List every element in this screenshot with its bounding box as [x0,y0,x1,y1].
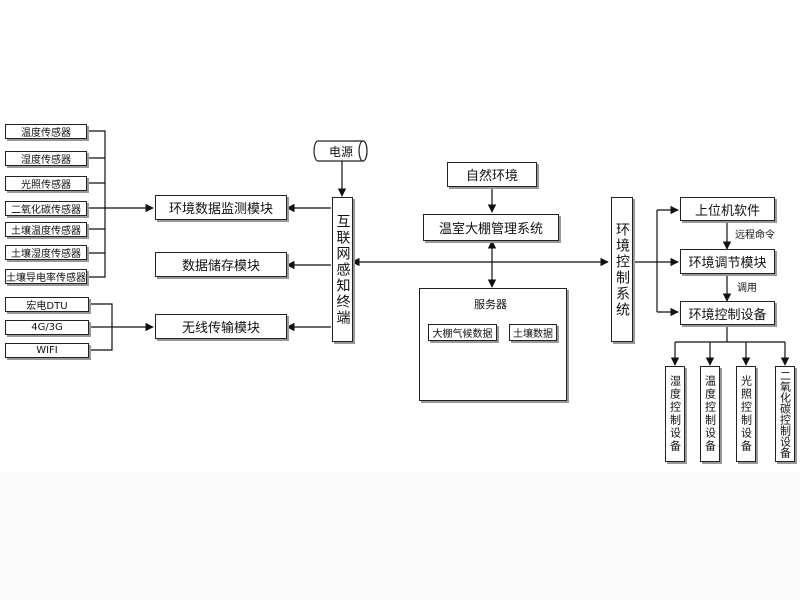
environment-control-device: 环境控制设备 [680,301,775,325]
call-label: 调用 [737,279,757,294]
server-greenhouse-data: 大棚气候数据 [428,324,497,341]
device-temperature-label: 温度控制设备 [703,375,717,453]
sensor-soil-temp: 土壤温度传感器 [5,222,87,237]
power-label: 电源 [328,145,353,159]
storage-module: 数据储存模块 [155,252,287,277]
wireless-module: 无线传输模块 [155,314,287,339]
iot-terminal: 互联网感知终端 [332,197,353,342]
device-light: 光照控制设备 [736,366,756,462]
nature-environment: 自然环境 [447,162,537,187]
upper-computer-software: 上位机软件 [680,197,775,221]
device-co2: 二氧化碳控制设备 [775,366,795,462]
transmission-4g: 4G/3G [5,320,89,335]
remote-command-label: 远程命令 [735,226,775,241]
sensor-temperature: 温度传感器 [5,124,87,139]
iot-terminal-label: 互联网感知终端 [334,213,351,326]
device-humidity: 湿度控制设备 [665,366,685,462]
greenhouse-management-system: 温室大棚管理系统 [423,214,559,241]
device-temperature: 温度控制设备 [700,366,720,462]
power-cylinder [313,140,368,162]
server-soil-data: 土壤数据 [509,324,557,341]
server-title: 服务器 [474,298,507,311]
sensor-bracket [87,130,106,278]
environment-control-system: 环境控制系统 [611,197,633,342]
device-light-label: 光照控制设备 [739,375,753,453]
background-band [0,472,800,600]
transmission-dtu: 宏电DTU [5,297,89,312]
server-box [419,288,567,401]
transmission-wifi: WIFI [5,343,89,358]
sensor-soil-humidity: 土壤湿度传感器 [5,245,87,260]
sensor-co2: 二氧化碳传感器 [5,201,87,216]
device-humidity-label: 湿度控制设备 [668,375,682,453]
sensor-humidity: 湿度传感器 [5,151,87,166]
control-system-label: 环境控制系统 [614,221,630,318]
environment-adjust-module: 环境调节模块 [680,249,775,274]
sensor-soil-conductivity: 土壤导电率传感器 [5,269,87,284]
monitor-module: 环境数据监测模块 [155,195,287,220]
sensor-light: 光照传感器 [5,176,87,191]
device-co2-label: 二氧化碳控制设备 [778,370,792,458]
